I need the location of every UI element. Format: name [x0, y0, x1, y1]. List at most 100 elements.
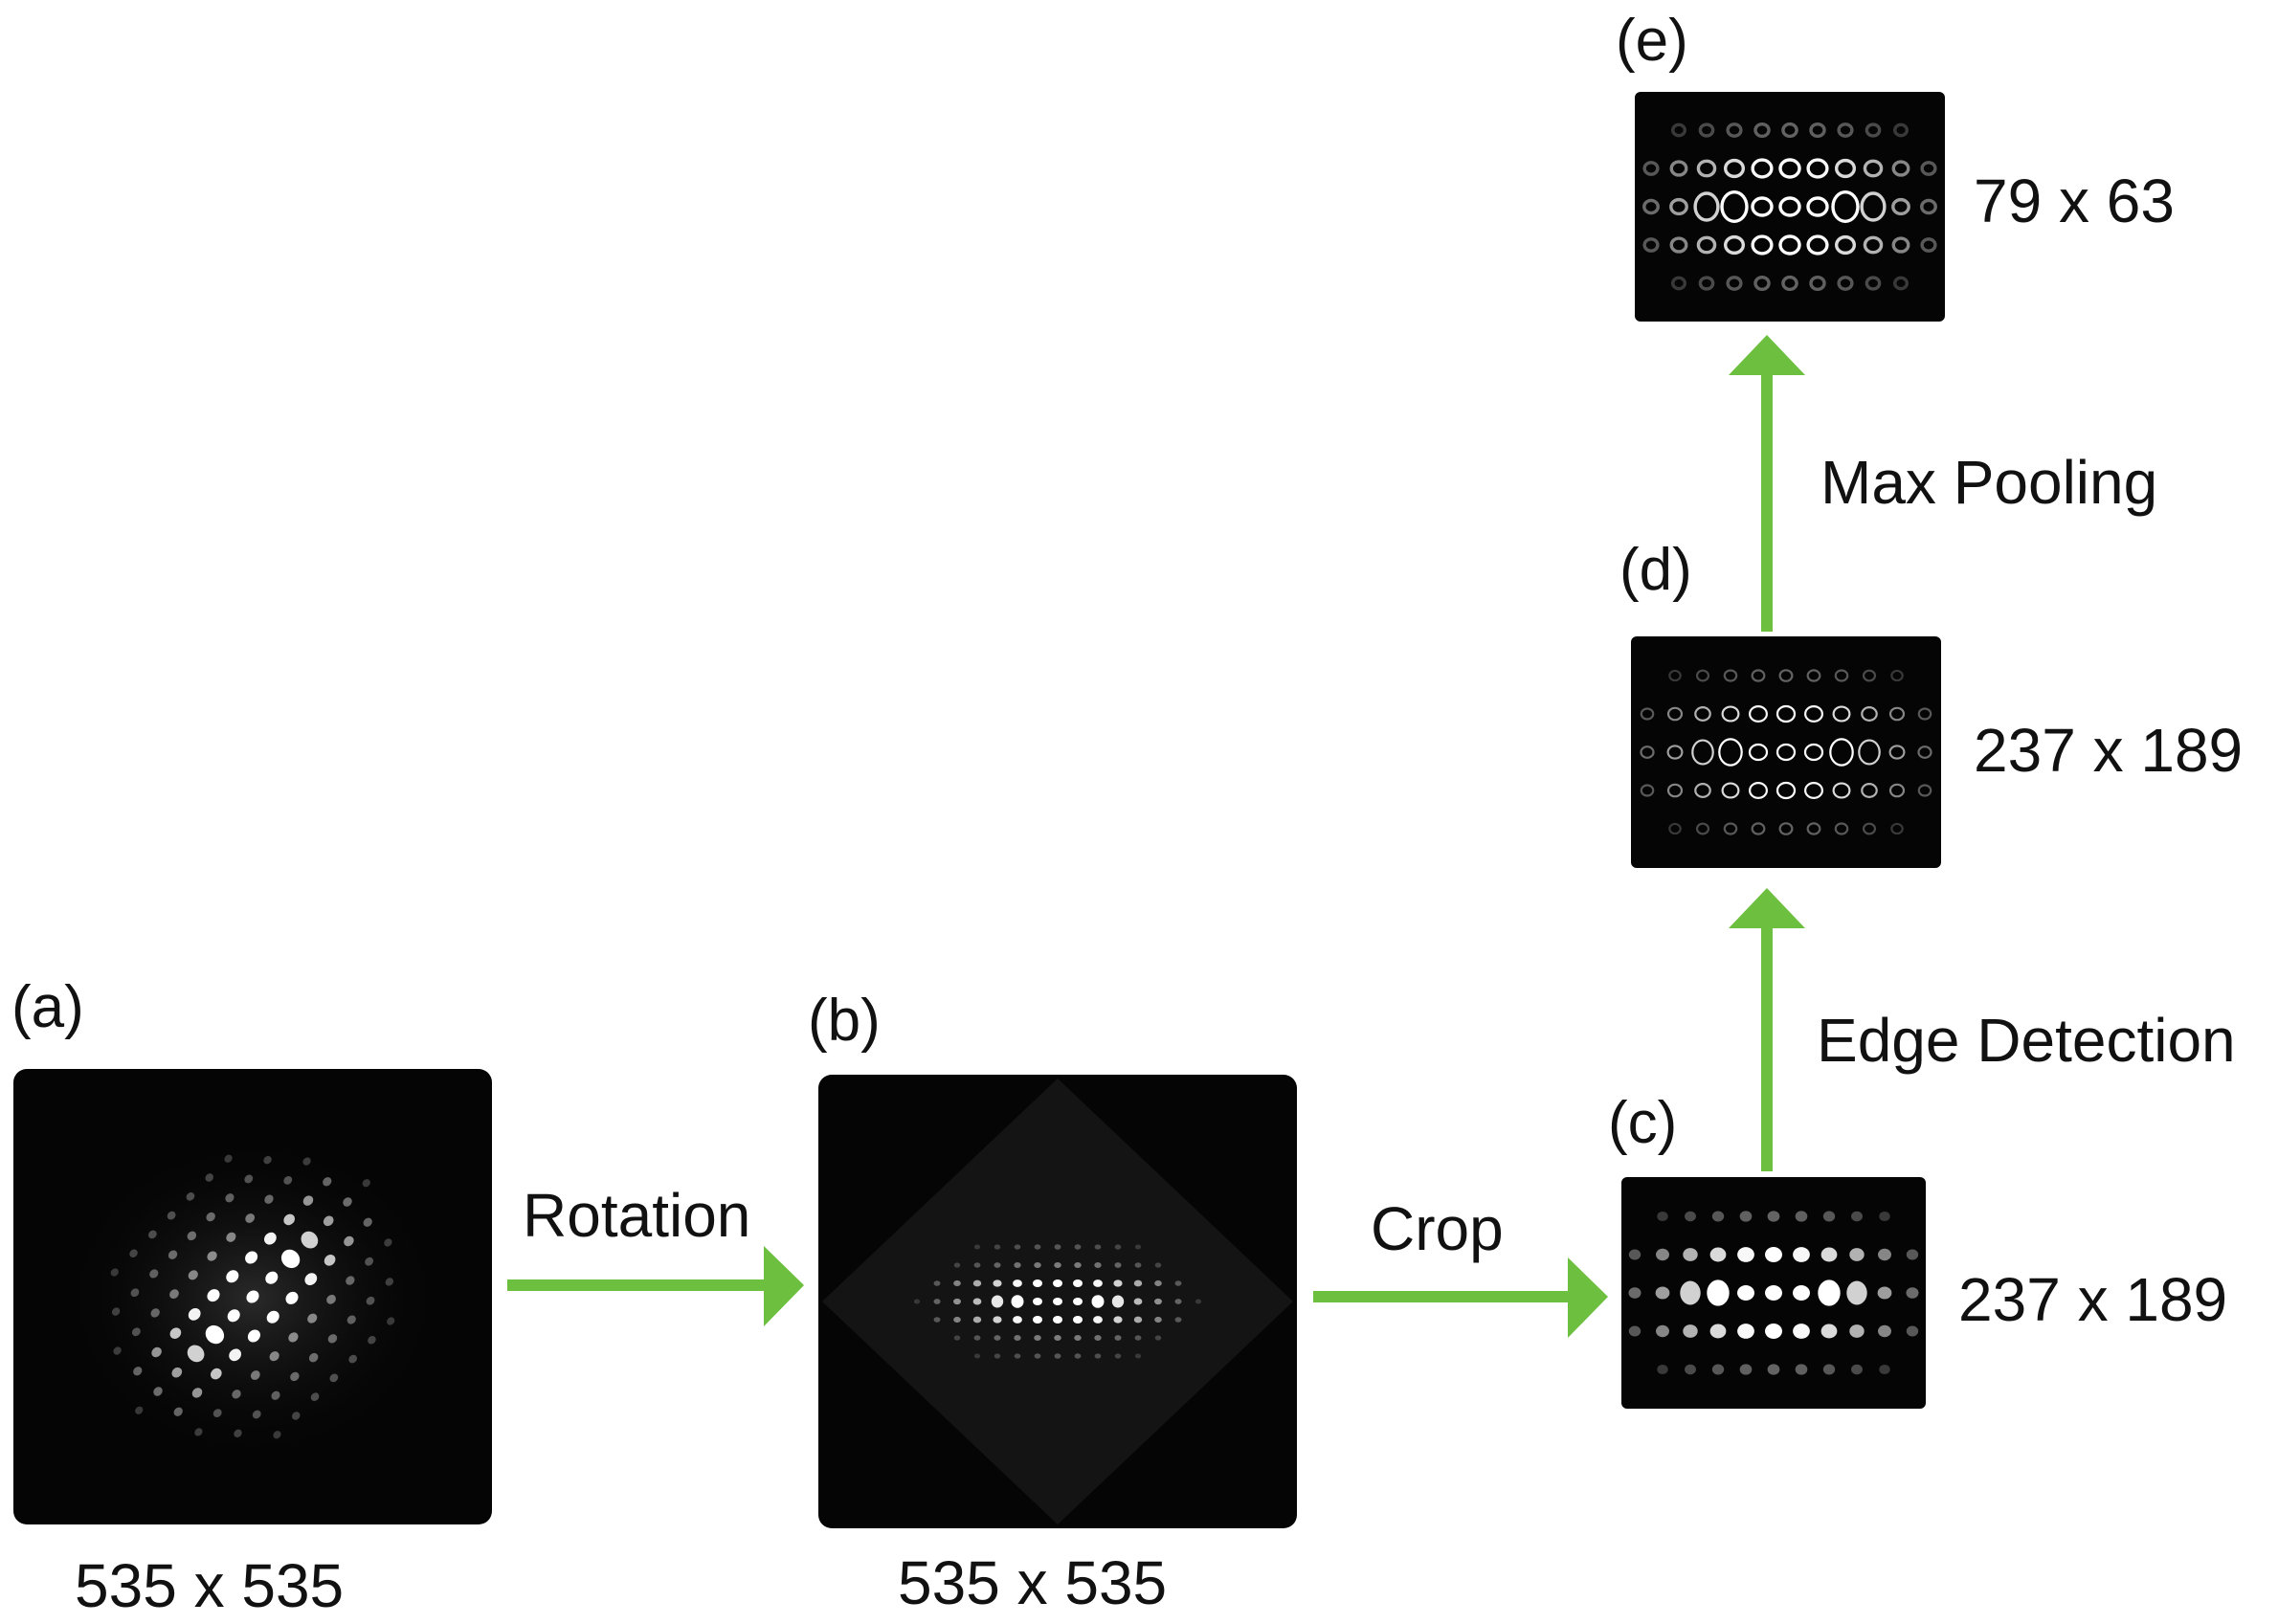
diffraction-spot — [1655, 1286, 1670, 1300]
diffraction-spot — [348, 1354, 358, 1364]
diffraction-spot — [1685, 1211, 1696, 1222]
diffraction-spot — [933, 1280, 941, 1286]
diffraction-spot — [953, 1316, 961, 1324]
diffraction-spot — [1640, 784, 1655, 797]
diffraction-spot — [1804, 781, 1823, 800]
diffraction-spot — [302, 1157, 311, 1166]
diffraction-spot — [1642, 161, 1660, 176]
diffraction-spot — [1014, 1262, 1021, 1268]
diffraction-spot — [972, 1298, 982, 1305]
diffraction-spot — [1054, 1334, 1061, 1342]
edge-detection-arrow — [1729, 888, 1805, 1171]
diffraction-spot — [1073, 1298, 1083, 1305]
diffraction-spot — [290, 1371, 300, 1382]
diffraction-spot — [972, 1316, 982, 1324]
diffraction-spot — [1695, 669, 1710, 682]
diffraction-spot — [1888, 783, 1906, 798]
diffraction-spot — [368, 1335, 376, 1345]
diffraction-spot — [933, 1299, 941, 1304]
diffraction-spot — [1751, 234, 1774, 256]
diffraction-spot — [232, 1390, 241, 1399]
diffraction-spot — [1820, 1247, 1838, 1262]
panel-e-image — [1635, 92, 1945, 322]
diffraction-spot — [111, 1307, 121, 1316]
diffraction-spot — [1668, 669, 1682, 682]
diffraction-spot — [234, 1429, 242, 1438]
diffraction-spot — [1091, 1295, 1105, 1308]
diffraction-spot — [1778, 158, 1801, 179]
diffraction-spot — [1749, 704, 1768, 723]
diffraction-spot — [135, 1406, 144, 1414]
diffraction-spot — [1751, 196, 1774, 217]
diffraction-spot — [288, 1332, 299, 1343]
diffraction-spot — [1093, 1279, 1103, 1287]
panel-e-size: 79 x 63 — [1974, 167, 2175, 235]
diffraction-spot — [1656, 1248, 1669, 1261]
diffraction-spot — [283, 1175, 293, 1185]
diffraction-spot — [1669, 160, 1688, 177]
diffraction-spot — [1851, 1364, 1863, 1375]
diffraction-spot — [384, 1238, 392, 1247]
diffraction-spot — [1666, 706, 1684, 722]
diffraction-spot — [271, 1390, 280, 1400]
diffraction-spot — [1888, 745, 1906, 760]
diffraction-spot — [1111, 1295, 1125, 1308]
diffraction-spot — [244, 1174, 254, 1184]
diffraction-spot — [1073, 1279, 1083, 1287]
diffraction-spot — [993, 1316, 1002, 1324]
diffraction-spot — [273, 1431, 281, 1439]
diffraction-spot — [1698, 122, 1715, 138]
diffraction-spot — [1834, 158, 1857, 179]
panel-d-pattern — [1640, 669, 1932, 835]
diffraction-spot — [1749, 781, 1768, 800]
diffraction-spot — [1737, 1285, 1754, 1301]
diffraction-spot — [129, 1249, 138, 1258]
diffraction-spot — [1778, 196, 1801, 217]
diffraction-spot — [1860, 191, 1887, 222]
diffraction-spot — [327, 1334, 338, 1344]
diffraction-spot — [1694, 783, 1711, 798]
diffraction-spot — [1670, 122, 1687, 138]
diffraction-spot — [1751, 822, 1766, 835]
diffraction-spot — [1114, 1262, 1122, 1268]
diffraction-spot — [1134, 1244, 1142, 1250]
diffraction-spot — [1832, 705, 1851, 723]
diffraction-spot — [1765, 1324, 1782, 1339]
diffraction-spot — [169, 1327, 182, 1340]
diffraction-spot — [385, 1278, 394, 1286]
diffraction-spot — [1865, 276, 1882, 291]
diffraction-spot — [1628, 1287, 1642, 1299]
diffraction-spot — [366, 1296, 375, 1305]
diffraction-spot — [1822, 1364, 1836, 1375]
diffraction-spot — [227, 1309, 240, 1323]
diffraction-spot — [346, 1276, 355, 1285]
crop-step-label: Crop — [1371, 1194, 1504, 1263]
diffraction-spot — [1748, 743, 1769, 762]
diffraction-spot — [1666, 783, 1684, 798]
diffraction-spot — [1669, 197, 1688, 216]
diffraction-spot — [1013, 1316, 1022, 1324]
diffraction-spot — [1806, 158, 1829, 179]
diffraction-spot — [1054, 1353, 1061, 1359]
diffraction-spot — [1154, 1335, 1162, 1341]
diffraction-spot — [1711, 1364, 1725, 1375]
diffraction-spot — [346, 1315, 356, 1324]
panel-a-pattern — [61, 1136, 444, 1461]
crop-arrow — [1313, 1257, 1608, 1338]
diffraction-spot — [1877, 1286, 1892, 1300]
diffraction-spot — [1074, 1334, 1082, 1342]
diffraction-spot — [224, 1154, 233, 1163]
diffraction-spot — [1094, 1262, 1102, 1268]
diffraction-spot — [1849, 1324, 1865, 1338]
rotation-arrow — [507, 1246, 804, 1326]
diffraction-spot — [173, 1407, 183, 1416]
diffraction-spot — [1917, 707, 1932, 721]
diffraction-spot — [225, 1193, 234, 1203]
diffraction-spot — [1776, 743, 1797, 762]
diffraction-spot — [1822, 1211, 1836, 1222]
diffraction-spot — [149, 1269, 159, 1279]
diffraction-spot — [245, 1251, 258, 1264]
diffraction-spot — [1014, 1335, 1021, 1341]
diffraction-spot — [1806, 822, 1821, 835]
diffraction-spot — [1134, 1335, 1142, 1341]
